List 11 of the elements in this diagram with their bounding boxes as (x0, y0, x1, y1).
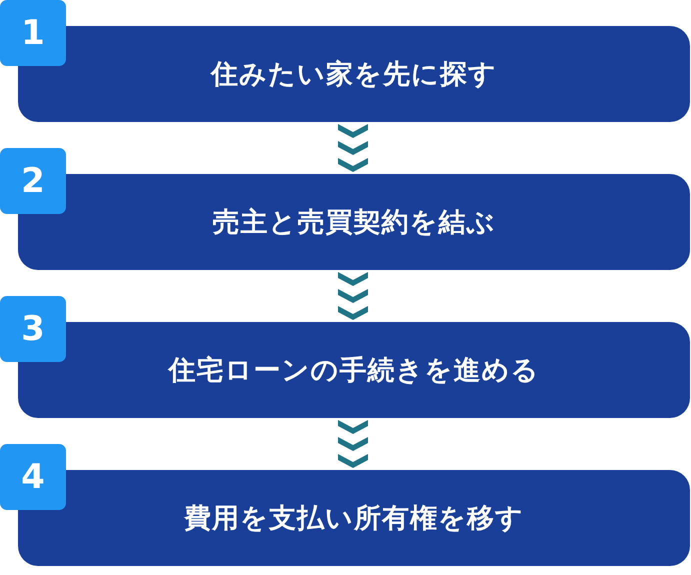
step-number-badge: 3 (0, 296, 66, 362)
chevron-arrow (338, 124, 368, 172)
step-label: 住宅ローンの手続きを進める (166, 354, 540, 388)
step-number-badge: 1 (0, 0, 66, 66)
chevron-arrow (338, 272, 368, 320)
step-label: 住みたい家を先に探す (209, 58, 498, 92)
step-number-badge: 2 (0, 148, 66, 214)
step-number-badge: 4 (0, 444, 66, 510)
step-label: 費用を支払い所有権を移す (182, 502, 525, 536)
chevron-arrow (338, 420, 368, 468)
step-label: 売主と売買契約を結ぶ (212, 206, 496, 240)
